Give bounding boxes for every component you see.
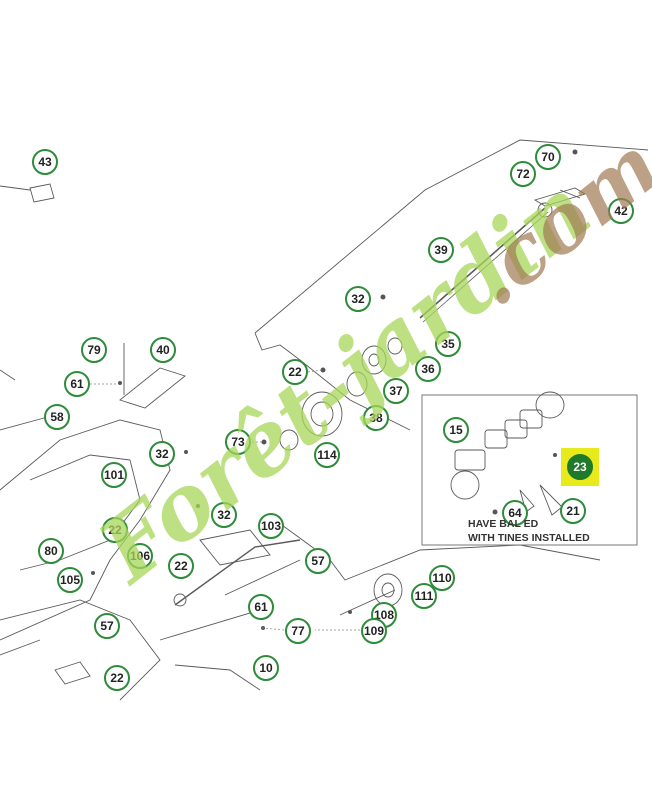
callout-32: 32 <box>211 502 237 528</box>
callout-43: 43 <box>32 149 58 175</box>
callout-22: 22 <box>282 359 308 385</box>
inset-note-line1: HAVE BAL ED <box>468 518 539 530</box>
callout-35: 35 <box>435 331 461 357</box>
left-housing <box>0 419 171 641</box>
callout-42: 42 <box>608 198 634 224</box>
inset-note-line2: WITH TINES INSTALLED <box>468 532 590 544</box>
callout-40: 40 <box>150 337 176 363</box>
callout-37: 37 <box>383 378 409 404</box>
inset-note: HAVE BAL ED WITH TINES INSTALLED <box>468 517 590 545</box>
shaft <box>419 207 546 319</box>
callout-58: 58 <box>44 404 70 430</box>
callout-22: 22 <box>168 553 194 579</box>
callout-70: 70 <box>535 144 561 170</box>
inset-box <box>421 394 638 546</box>
pulley-36 <box>361 345 387 375</box>
callout-64: 64 <box>502 500 528 526</box>
callout-61: 61 <box>64 371 90 397</box>
callout-101: 101 <box>101 462 127 488</box>
callout-22: 22 <box>104 665 130 691</box>
plate-40 <box>119 367 186 409</box>
callout-38: 38 <box>363 405 389 431</box>
callout-80: 80 <box>38 538 64 564</box>
callout-73: 73 <box>225 429 251 455</box>
callout-103: 103 <box>258 513 284 539</box>
callout-61: 61 <box>248 594 274 620</box>
linkage <box>174 539 301 606</box>
pulley-108 <box>373 573 403 607</box>
callout-79: 79 <box>81 337 107 363</box>
callout-72: 72 <box>510 161 536 187</box>
callout-23: 23 <box>567 454 593 480</box>
callout-10: 10 <box>253 655 279 681</box>
callout-57: 57 <box>305 548 331 574</box>
callout-22: 22 <box>102 517 128 543</box>
bolt-43 <box>29 183 55 203</box>
callout-32: 32 <box>345 286 371 312</box>
callout-32: 32 <box>149 441 175 467</box>
pulley-38 <box>301 391 343 437</box>
callout-36: 36 <box>415 356 441 382</box>
callout-105: 105 <box>57 567 83 593</box>
pulley-37 <box>346 371 368 397</box>
upper-frame-outline <box>254 139 649 334</box>
callout-109: 109 <box>361 618 387 644</box>
callout-15: 15 <box>443 417 469 443</box>
callout-39: 39 <box>428 237 454 263</box>
callout-21: 21 <box>560 498 586 524</box>
callout-57: 57 <box>94 613 120 639</box>
callout-77: 77 <box>285 618 311 644</box>
upper-frame-lower-edge <box>254 332 411 431</box>
callout-106: 106 <box>127 543 153 569</box>
callout-114: 114 <box>314 442 340 468</box>
inset-tine-parts <box>450 391 565 516</box>
callout-111: 111 <box>411 583 437 609</box>
